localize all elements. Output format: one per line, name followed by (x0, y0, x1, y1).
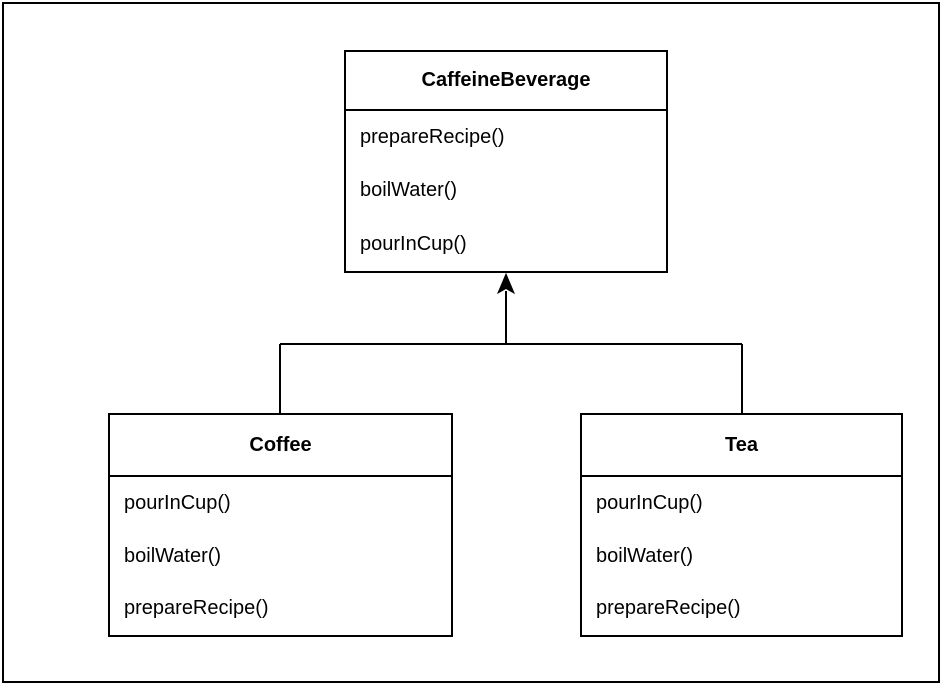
class-method: boilWater() (360, 179, 458, 202)
class-title: Coffee (110, 415, 451, 477)
class-methods-list: pourInCup() boilWater() prepareRecipe() (110, 477, 451, 635)
class-method: pourInCup() (360, 232, 467, 255)
class-box-caffeinebeverage: CaffeineBeverage prepareRecipe() boilWat… (344, 50, 668, 273)
class-method: boilWater() (596, 544, 694, 567)
class-box-coffee: Coffee pourInCup() boilWater() prepareRe… (108, 413, 453, 637)
class-method: prepareRecipe() (360, 126, 505, 149)
inheritance-arrowhead (496, 272, 516, 295)
class-methods-list: prepareRecipe() boilWater() pourInCup() (346, 111, 666, 271)
class-method: prepareRecipe() (596, 597, 741, 620)
class-box-tea: Tea pourInCup() boilWater() prepareRecip… (580, 413, 903, 637)
class-method: pourInCup() (596, 491, 703, 514)
class-title: Tea (582, 415, 901, 477)
class-method: pourInCup() (124, 491, 231, 514)
class-method: boilWater() (124, 544, 222, 567)
class-title: CaffeineBeverage (346, 52, 666, 111)
class-methods-list: pourInCup() boilWater() prepareRecipe() (582, 477, 901, 635)
class-method: prepareRecipe() (124, 597, 269, 620)
